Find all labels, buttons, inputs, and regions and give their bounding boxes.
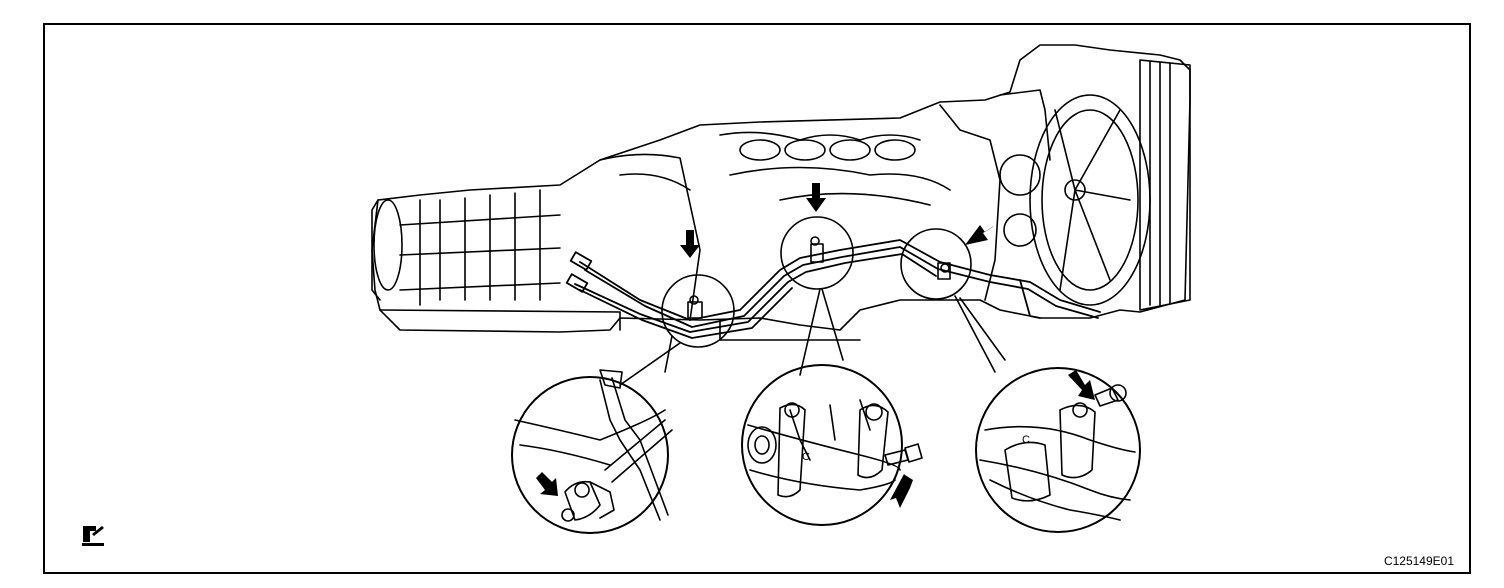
center-clamp-detail: C xyxy=(741,364,923,526)
pointer-arrow-icon xyxy=(890,474,913,508)
clamp-label-c: C xyxy=(1022,434,1030,446)
left-clamp-detail xyxy=(511,369,673,534)
pointer-arrow-icon xyxy=(965,225,994,245)
clamp-location-circles xyxy=(661,216,972,348)
pointer-arrow-icon xyxy=(806,183,826,212)
figure-code: C125149E01 xyxy=(1383,554,1454,568)
clamp-label-c: C xyxy=(802,451,810,463)
pointer-arrow-icon xyxy=(680,230,700,258)
transmission-assembly xyxy=(371,44,1191,341)
pointer-arrow-icon xyxy=(1068,370,1095,400)
figure-frame xyxy=(43,23,1471,574)
pointer-arrow-icon xyxy=(536,472,558,496)
leader-lines xyxy=(619,288,1006,386)
main-view-arrows xyxy=(680,183,994,258)
new-part-icon xyxy=(82,526,104,546)
oil-cooler-pipes xyxy=(565,239,1101,339)
right-clamp-detail: C xyxy=(975,367,1141,533)
